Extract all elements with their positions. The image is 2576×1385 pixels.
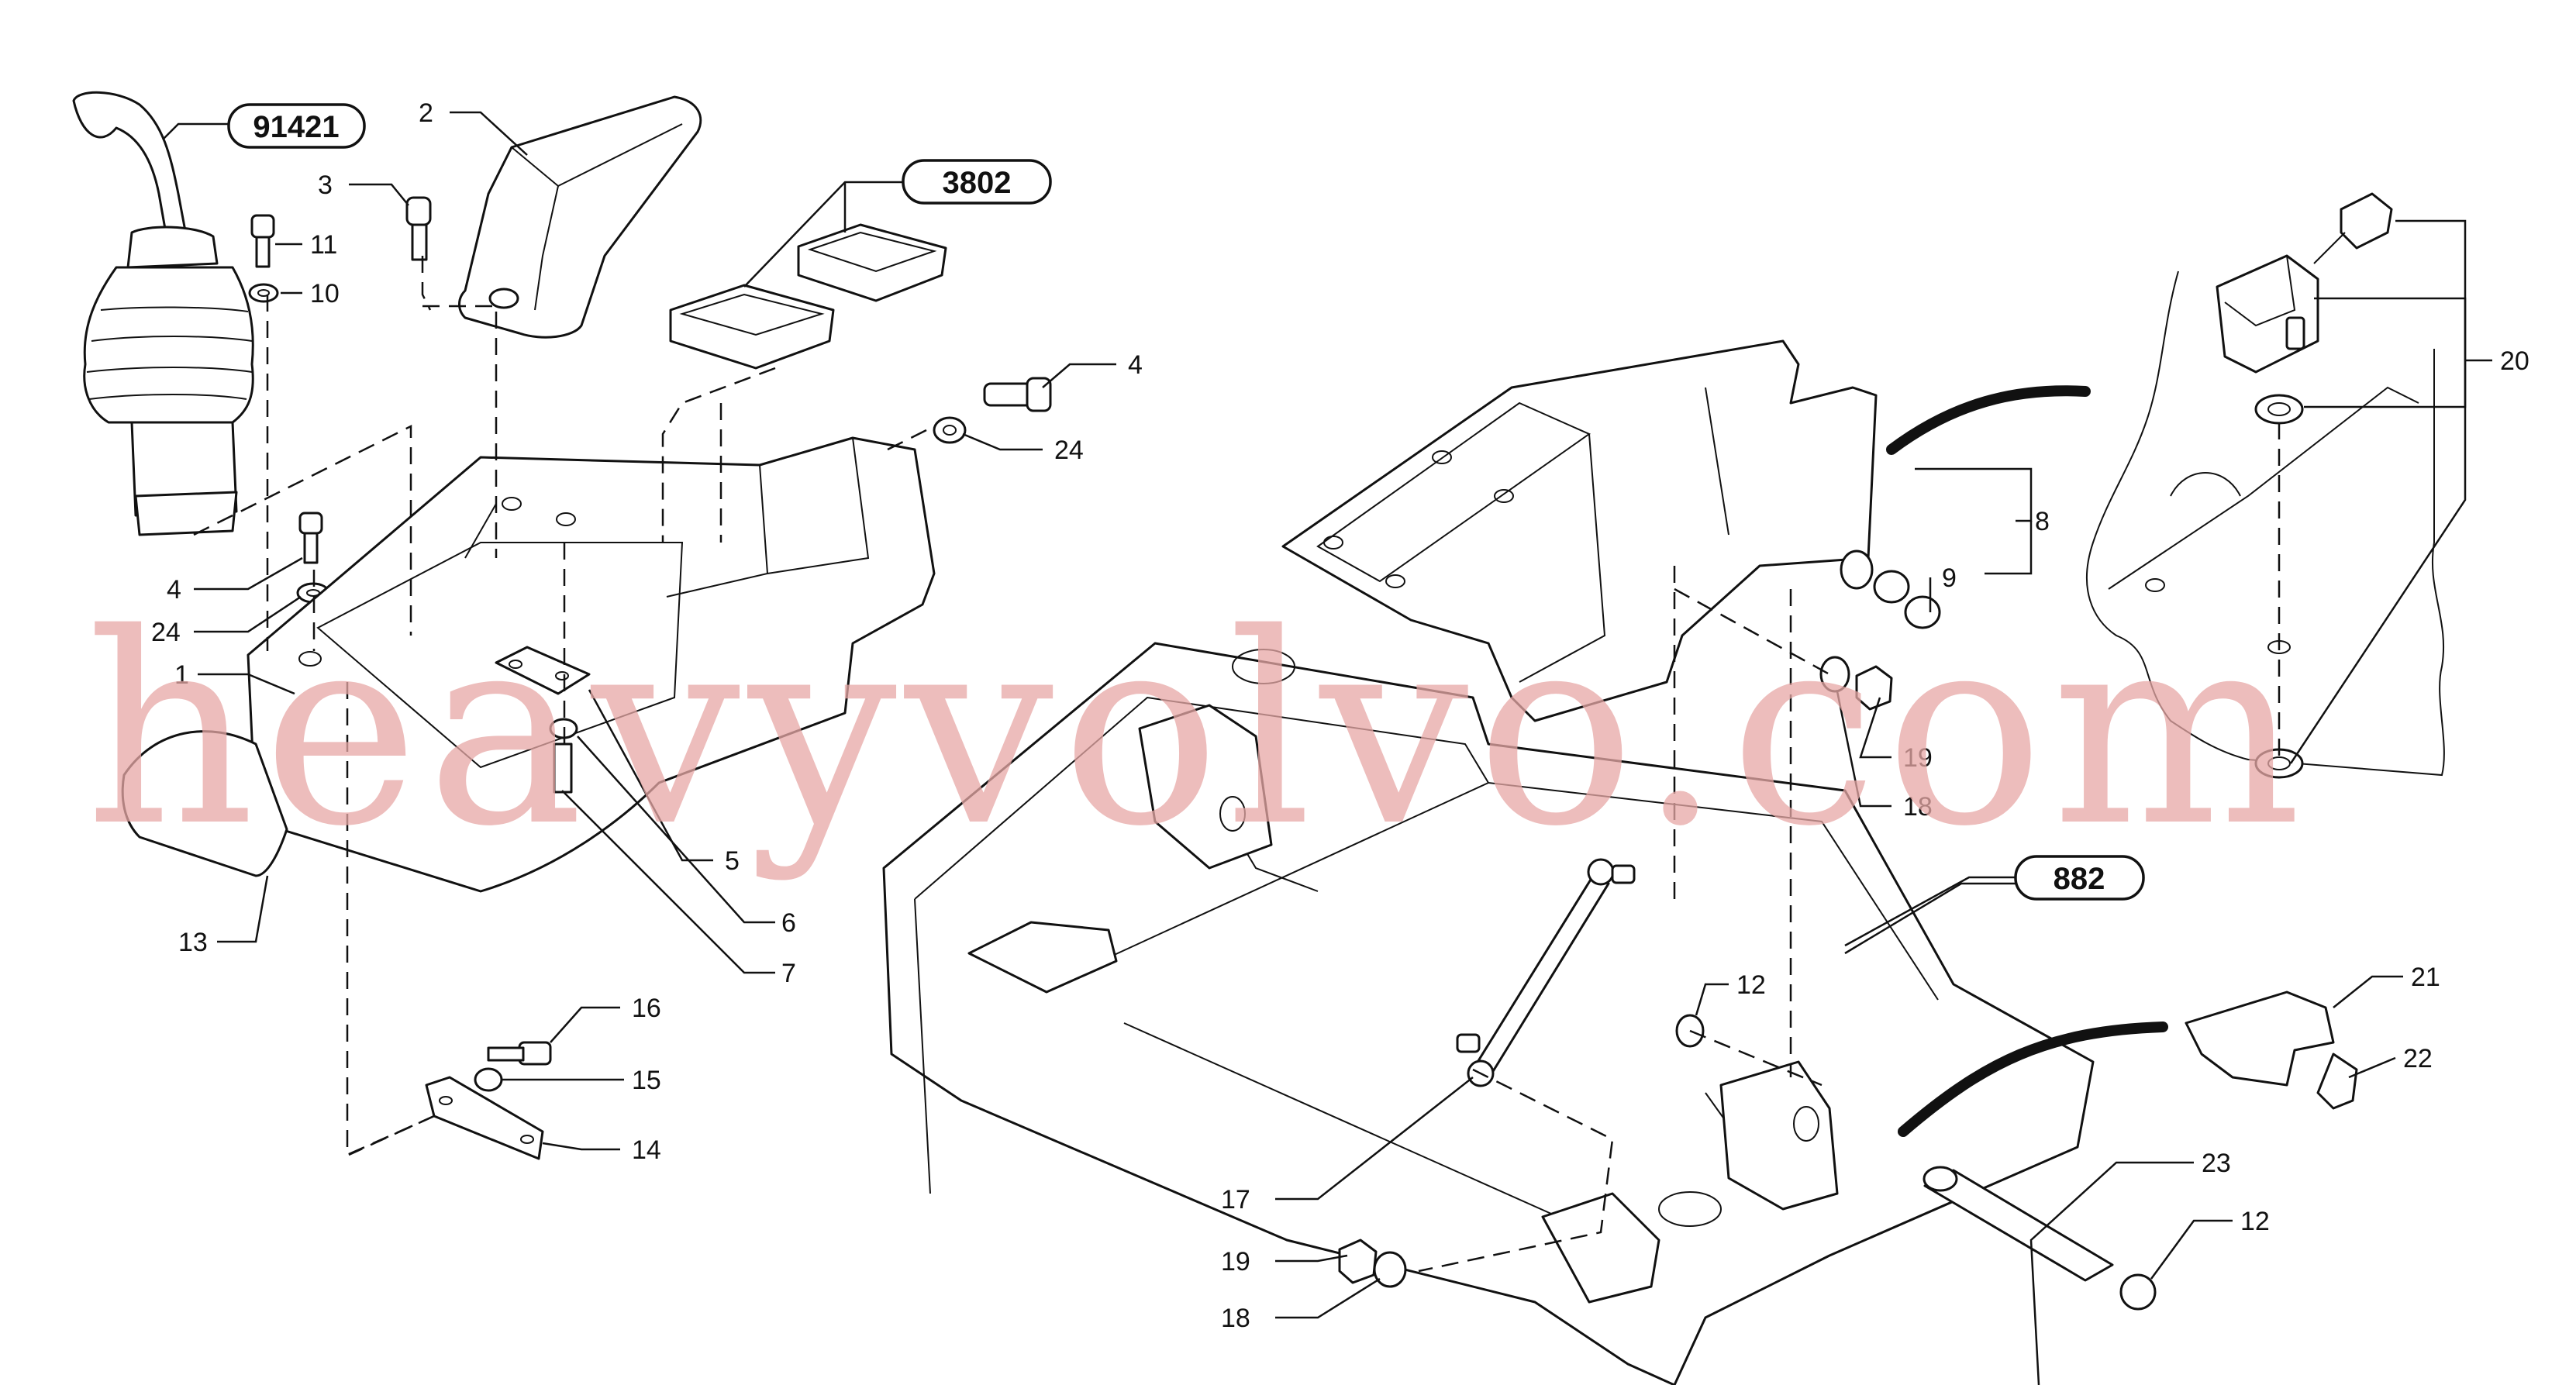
reference-label: 882 [2054,862,2105,896]
callout-7: 7 [781,959,796,988]
support-bracket-8 [1281,339,1878,722]
screw-11 [250,214,275,268]
detail-arrow-bottom [1898,1022,2168,1137]
callout-24-left: 24 [151,618,181,647]
screw-4-left [298,512,323,564]
callout-17: 17 [1221,1185,1250,1214]
reference-3802: 3802 [743,159,1052,288]
callout-20: 20 [2500,346,2529,376]
callout-10: 10 [310,279,340,308]
inset-detail [2086,192,2445,779]
reference-label: 3802 [943,166,1012,200]
callout-numbers: 2 3 11 10 4 24 4 24 1 13 5 6 7 16 15 14 … [151,98,2529,1333]
washer-19-nut-18-top [1819,656,1893,711]
nut-19-washer-18-bottom [1338,1239,1407,1288]
detail-arrow-top [1886,385,2091,455]
callout-22: 22 [2403,1044,2433,1073]
screw-16 [487,1041,552,1066]
bushings-9 [1873,570,1941,629]
callout-24-right: 24 [1054,436,1084,465]
callout-18-top: 18 [1903,792,1933,822]
callout-1: 1 [174,660,189,690]
plate-14 [425,1076,544,1160]
reference-882: 882 [1844,855,2145,947]
callout-6: 6 [781,908,796,938]
callout-18-bottom: 18 [1221,1304,1250,1333]
callout-12-right: 12 [2240,1207,2270,1236]
switch-panel-3802 [669,223,947,370]
watermark-text: heavyvolvo.com [85,577,2309,884]
callout-2: 2 [419,98,433,128]
console-housing-1 [247,436,936,893]
washer-15 [474,1067,503,1092]
callout-23: 23 [2202,1149,2231,1178]
callout-9: 9 [1942,563,1957,593]
callout-21: 21 [2411,963,2440,992]
callout-13: 13 [178,928,208,957]
callout-19-top: 19 [1903,743,1933,773]
bracket-21 [2185,991,2358,1110]
washer-10 [248,283,279,303]
washer-24-right [933,416,967,444]
plate-5 [495,646,591,695]
screw-4-right [983,377,1052,412]
callout-4-right: 4 [1128,350,1143,380]
callout-8: 8 [2035,507,2050,536]
leader-lines [194,111,2492,1385]
callout-14: 14 [632,1135,661,1165]
screw-3 [405,196,432,261]
callout-11: 11 [310,230,337,260]
pin-23 [1923,1166,2114,1282]
joystick-assembly [72,91,254,536]
callout-5: 5 [725,846,740,876]
assembly-lines [193,256,2281,1273]
callout-12-center: 12 [1736,970,1766,1000]
console-cover-2 [458,95,702,339]
callout-19-bottom: 19 [1221,1247,1250,1276]
callout-16: 16 [632,994,661,1023]
ring-12-right [2119,1273,2157,1311]
callout-15: 15 [632,1066,661,1095]
callout-4-left: 4 [167,575,181,605]
reference-label: 91421 [253,110,339,144]
cover-13 [121,730,288,877]
callout-3: 3 [318,171,333,200]
reference-91421: 91421 [162,103,366,149]
